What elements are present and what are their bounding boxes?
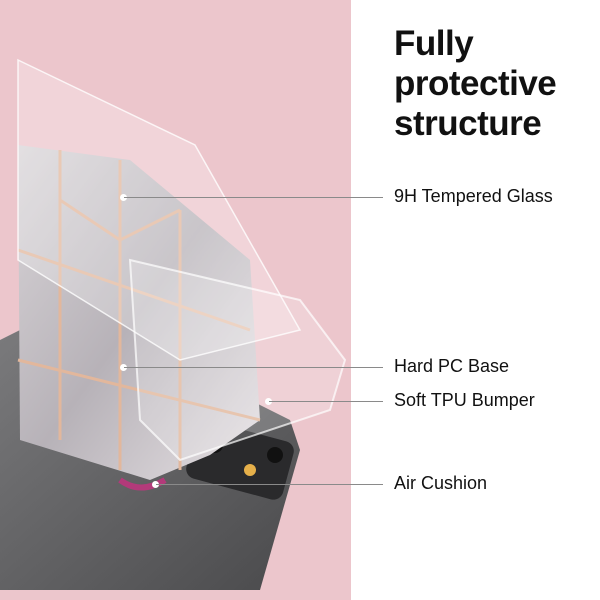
- marble-case: [18, 145, 260, 480]
- air-cushion-marker: [152, 481, 159, 488]
- headline-line-3: structure: [394, 104, 542, 143]
- glass-leader-line: [124, 197, 383, 198]
- phone-case-illustration: [0, 58, 347, 590]
- label-air-cushion: Air Cushion: [394, 473, 488, 493]
- headline-line-2: protective: [394, 64, 557, 103]
- pc-base-marker: [120, 364, 127, 371]
- headline: Fully protective structure: [394, 24, 557, 144]
- headline-line-1: Fully: [394, 24, 474, 63]
- tempered-glass: [17, 58, 302, 361]
- pc-base-leader-line: [124, 367, 383, 368]
- tpu-marker: [265, 398, 272, 405]
- air-cushion-leader-line: [156, 484, 383, 485]
- tpu-leader-line: [269, 401, 383, 402]
- label-tempered-glass: 9H Tempered Glass: [394, 186, 553, 206]
- label-soft-tpu-bumper: Soft TPU Bumper: [394, 390, 535, 410]
- label-hard-pc-base: Hard PC Base: [394, 356, 510, 376]
- glass-marker: [120, 194, 127, 201]
- tpu-bumper: [128, 258, 347, 462]
